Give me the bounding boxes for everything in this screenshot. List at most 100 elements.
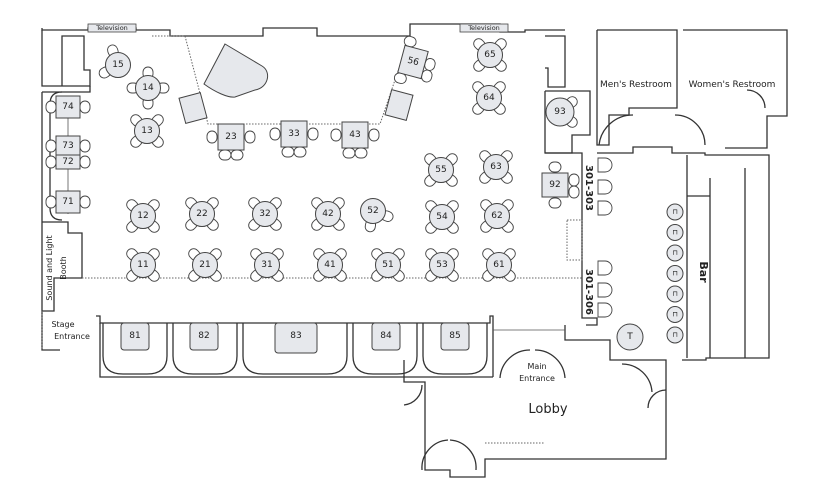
square-table (341, 121, 369, 149)
chair (281, 146, 295, 158)
table-43[interactable]: 43 (330, 121, 380, 159)
table-54[interactable]: 54 (424, 199, 461, 236)
table-41[interactable]: 41 (312, 247, 349, 284)
television-right (459, 23, 509, 33)
chair (269, 127, 281, 141)
table-22[interactable]: 22 (184, 196, 221, 233)
chair (548, 161, 562, 173)
main-entrance-label-2: Entrance (519, 374, 555, 383)
table-label: 15 (112, 60, 123, 70)
walls (41, 23, 788, 478)
square-table (280, 120, 308, 148)
television-left (87, 23, 137, 33)
table-label: 65 (484, 50, 495, 60)
table-33[interactable]: 33 (269, 120, 319, 158)
round-table (477, 42, 503, 68)
chair (218, 149, 232, 161)
booth-seat (242, 323, 348, 375)
table-93[interactable]: 93 (545, 95, 579, 130)
table-53[interactable]: 53 (424, 247, 461, 284)
round-table (252, 201, 278, 227)
round-table (429, 204, 455, 230)
stool-seat (666, 224, 684, 241)
round-table (476, 85, 502, 111)
stool-seat (616, 323, 644, 351)
table-51[interactable]: 51 (370, 247, 407, 284)
high-top-table[interactable]: T (616, 323, 644, 351)
table-15[interactable]: 15 (97, 44, 131, 80)
table-label: 43 (349, 130, 360, 140)
table-13[interactable]: 13 (129, 113, 166, 150)
bar-chair (597, 302, 613, 318)
table-56[interactable]: 56 (393, 35, 440, 91)
table-92[interactable]: 92 (541, 161, 580, 209)
table-label: 92 (549, 180, 560, 190)
table-label: 54 (436, 212, 448, 222)
stool-icon: T (626, 332, 633, 342)
table-11[interactable]: 11 (125, 247, 162, 284)
round-table (375, 252, 401, 278)
table-31[interactable]: 31 (249, 247, 286, 284)
bar-stool[interactable]: ⊓ (666, 203, 684, 221)
table-14[interactable]: 14 (126, 66, 170, 110)
table-63[interactable]: 63 (478, 149, 515, 186)
lobby-label: Lobby (528, 402, 567, 417)
section-301-306-label: 301-306 (583, 269, 594, 315)
table-74[interactable]: 74 (45, 95, 91, 119)
table-label: 13 (141, 126, 152, 136)
round-table (486, 252, 512, 278)
square-table (55, 95, 81, 119)
table-72[interactable]: 72 (45, 154, 91, 170)
booth-table (274, 322, 318, 354)
table-73[interactable]: 73 (45, 135, 91, 157)
bar-stool[interactable]: ⊓ (666, 244, 684, 262)
stage-bench-left (178, 91, 208, 125)
table-label: 23 (225, 132, 236, 142)
booth-82[interactable]: 82 (172, 322, 238, 375)
tables: 13 12 22 32 42 55 63 54 62 65 64 11 21 31 41 51 53 61 1415… (45, 35, 580, 284)
table-61[interactable]: 61 (481, 247, 518, 284)
table-label: 11 (137, 260, 148, 270)
table-52[interactable]: 52 (360, 198, 395, 233)
table-42[interactable]: 42 (310, 196, 347, 233)
table-64[interactable]: 64 (471, 80, 508, 117)
table-label: 31 (261, 260, 272, 270)
round-table (189, 201, 215, 227)
bar-stool[interactable]: ⊓ (666, 326, 684, 344)
stool-icon: ⊓ (672, 270, 677, 278)
table-62[interactable]: 62 (479, 198, 516, 235)
chair (45, 155, 57, 169)
bar-chair (597, 157, 613, 173)
booth-83[interactable]: 83 (242, 322, 348, 375)
table-label: 21 (199, 260, 210, 270)
booth-seat (172, 323, 238, 375)
table-32[interactable]: 32 (247, 196, 284, 233)
table-12[interactable]: 12 (125, 198, 162, 235)
stool-icon: ⊓ (672, 331, 677, 339)
square-table (397, 44, 429, 80)
booth-84[interactable]: 84 (352, 322, 418, 375)
table-23[interactable]: 23 (206, 123, 256, 161)
bar-stool[interactable]: ⊓ (666, 224, 684, 241)
table-71[interactable]: 71 (45, 190, 91, 214)
table-label: 33 (288, 129, 299, 139)
round-table (429, 252, 455, 278)
round-table (428, 157, 454, 183)
booth-85[interactable]: 85 (422, 322, 488, 375)
table-label: 74 (62, 102, 74, 112)
table-21[interactable]: 21 (187, 247, 224, 284)
table-65[interactable]: 65 (472, 37, 509, 74)
bar-chair (597, 282, 613, 298)
booth-table (440, 322, 470, 351)
bar-stools: ⊓ ⊓ ⊓ ⊓ ⊓ ⊓ ⊓ T (597, 157, 684, 351)
stool-icon: ⊓ (672, 249, 677, 257)
table-55[interactable]: 55 (423, 152, 460, 189)
bar-stool[interactable]: ⊓ (666, 265, 684, 282)
bar-stool[interactable]: ⊓ (666, 285, 684, 303)
stool-seat (666, 244, 684, 262)
bar-stool[interactable]: ⊓ (666, 306, 684, 323)
stage-entrance-label-1: Stage (51, 320, 74, 329)
table-label: 63 (490, 162, 501, 172)
booth-81[interactable]: 81 (102, 322, 168, 375)
